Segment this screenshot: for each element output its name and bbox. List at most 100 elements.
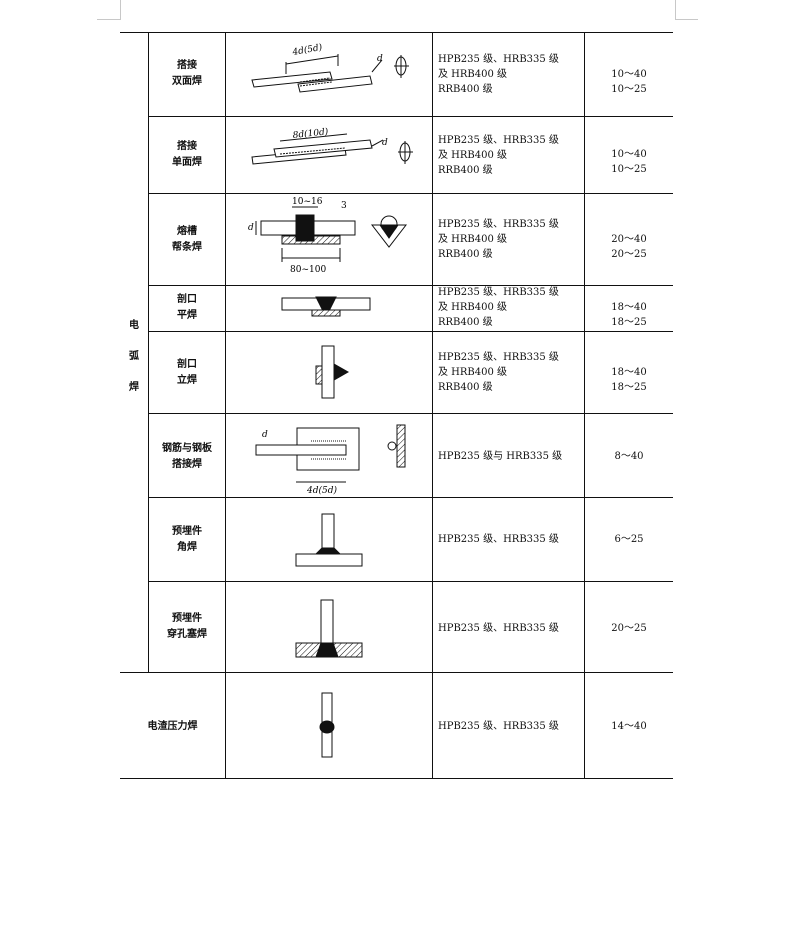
weld-name-cell: 搭接 双面焊 [149,58,225,90]
grade-line: RRB400 级 [438,84,493,95]
weld-name-cell: 预埋件 角焊 [149,524,225,556]
weld-name-line: 双面焊 [172,76,202,87]
diameter-line: 10～40 [611,69,647,80]
grade-line: RRB400 级 [438,249,493,260]
diameter-line: 18～40 [611,302,647,313]
diagram-label-lap-double: 4d(5d) [291,42,324,58]
weld-name-line: 熔槽 [177,226,197,237]
diagram-groove-splice-weld [255,206,408,262]
grade-line: HPB235 级、HRB335 级 [438,219,559,230]
diameter-line: 18～25 [611,317,647,328]
grade-cell: HPB235 级、HRB335 级 及 HRB400 级 RRB400 级 [438,52,583,97]
diameter-line: 6～25 [614,534,644,545]
diagram-label-groove-top: 10~16 [292,197,323,207]
diagram-label-groove-bottom: 80~100 [290,265,326,275]
weld-name-line: 预埋件 [172,613,202,624]
table-hline [120,672,673,673]
category-char: 焊 [129,382,139,393]
grade-line: 及 HRB400 级 [438,150,508,161]
weld-name-line: 搭接 [177,141,197,152]
table-vline [584,32,585,778]
grade-line: HPB235 级、HRB335 级 [438,721,559,732]
weld-name-line: 角焊 [177,542,197,553]
weld-name-line: 穿孔塞焊 [167,629,207,640]
diameter-line: 18～40 [611,367,647,378]
diagram-label-plate-lap: 4d(5d) [306,485,337,496]
grade-cell: HPB235 级、HRB335 级 [438,719,583,734]
grade-line: 及 HRB400 级 [438,234,508,245]
diagram-bar-plate-lap-weld [255,424,406,483]
category-char: 弧 [129,351,139,362]
diameter-cell: 20～40 20～25 [585,232,673,262]
table-hline [148,497,673,498]
grade-line: HPB235 级、HRB335 级 [438,623,559,634]
weld-name-cell: 预埋件 穿孔塞焊 [149,611,225,643]
diagram-lap-single-weld [251,133,413,165]
table-hline [148,285,673,286]
grade-line: RRB400 级 [438,317,493,328]
crop-mark-top-left-v [120,0,121,20]
diameter-line: 20～40 [611,234,647,245]
diameter-line: 20～25 [611,623,647,634]
weld-name-line: 立焊 [177,375,197,386]
grade-cell: HPB235 级、HRB335 级 及 HRB400 级 RRB400 级 [438,350,583,395]
weld-name-line: 平焊 [177,310,197,321]
grade-line: HPB235 级、HRB335 级 [438,534,559,545]
table-hline [148,413,673,414]
weld-name-line: 剖口 [177,294,197,305]
table-hline [120,32,673,33]
grade-line: 及 HRB400 级 [438,302,508,313]
grade-line: HPB235 级与 HRB335 级 [438,451,563,462]
diagram-label-d: d [262,430,268,440]
grade-cell: HPB235 级、HRB335 级 及 HRB400 级 RRB400 级 [438,285,583,330]
table-hline [120,778,673,779]
table-vline [225,32,226,778]
weld-name-line: 剖口 [177,359,197,370]
weld-name-line: 搭接焊 [172,459,202,470]
grade-line: RRB400 级 [438,382,493,393]
weld-name-cell: 剖口 立焊 [149,357,225,389]
grade-line: 及 HRB400 级 [438,69,508,80]
grade-line: 及 HRB400 级 [438,367,508,378]
diameter-cell: 8～40 [585,449,673,464]
diagram-electroslag-weld [319,692,335,758]
diagram-label-three: 3 [341,201,347,211]
diameter-cell: 18～40 18～25 [585,365,673,395]
grade-cell: HPB235 级、HRB335 级 及 HRB400 级 RRB400 级 [438,217,583,262]
weld-name-line: 搭接 [177,60,197,71]
diameter-line: 20～25 [611,249,647,260]
category-char: 电 [129,320,139,331]
crop-mark-top-right-v [675,0,676,20]
weld-name-line: 帮条焊 [172,242,202,253]
grade-cell: HPB235 级与 HRB335 级 [438,449,583,464]
diagram-lap-double-weld [251,54,409,93]
grade-line: HPB235 级、HRB335 级 [438,287,559,298]
diameter-line: 10～25 [611,84,647,95]
weld-name-line: 预埋件 [172,526,202,537]
grade-line: HPB235 级、HRB335 级 [438,135,559,146]
diameter-cell: 6～25 [585,532,673,547]
table-vline [432,32,433,778]
weld-name-line: 电渣压力焊 [147,721,198,732]
diameter-line: 10～40 [611,149,647,160]
grade-line: HPB235 级、HRB335 级 [438,54,559,65]
diagram-label-lap-single: 8d(10d) [292,126,329,141]
grade-cell: HPB235 级、HRB335 级 及 HRB400 级 RRB400 级 [438,133,583,178]
weld-name-cell: 熔槽 帮条焊 [149,224,225,256]
diagram-embedded-fillet-weld [295,513,363,567]
weld-name-line: 钢筋与钢板 [162,443,212,454]
weld-name-cell: 搭接 单面焊 [149,139,225,171]
crop-mark-top-left-h [97,19,120,20]
table-hline [148,116,673,117]
weld-name-line: 单面焊 [172,157,202,168]
diagram-embedded-plug-weld [295,599,363,658]
diameter-line: 8～40 [614,451,644,462]
weld-name-cell: 电渣压力焊 [120,719,225,735]
diameter-cell: 20～25 [585,621,673,636]
diagram-label-d: d [248,223,254,233]
crop-mark-top-right-h [675,19,698,20]
diameter-cell: 14～40 [585,719,673,734]
grade-line: HPB235 级、HRB335 级 [438,352,559,363]
diameter-cell: 18～40 18～25 [585,300,673,330]
